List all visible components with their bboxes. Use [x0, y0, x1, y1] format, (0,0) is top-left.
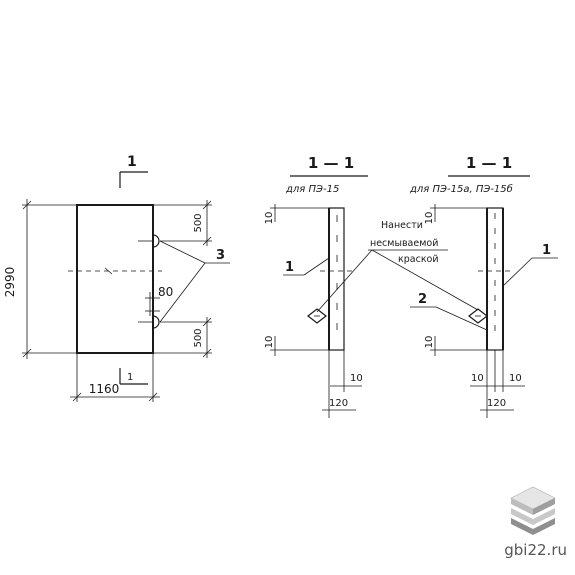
- dim-offset-bottom: 500: [193, 328, 204, 347]
- note-line-3: краской: [398, 254, 439, 265]
- dim-hole-spacing: 80: [158, 285, 173, 299]
- section-b-callout-2: 2: [418, 292, 427, 307]
- dim-tick-h2: [22, 348, 32, 358]
- sa-leader-1: [303, 257, 330, 276]
- paint-note: Нанести несмываемой краской: [316, 220, 479, 313]
- leader-3-bottom: [159, 262, 206, 323]
- section-a-bottom-dim: 10: [264, 336, 275, 349]
- section-b-thick-left: 10: [471, 373, 484, 384]
- section-a-marker: [307, 308, 327, 324]
- dim-tick-ot1: [202, 200, 212, 210]
- watermark-site: gbi22.ru: [504, 541, 567, 559]
- leader-3-top: [159, 240, 206, 264]
- dim-tick-ot2: [202, 236, 212, 246]
- section-a-top-dim: 10: [264, 212, 275, 225]
- section-b-marker: [468, 308, 488, 324]
- section-a: 1 — 1 для ПЭ-15 10 10 10: [264, 154, 368, 418]
- dim-tick-ob2: [202, 348, 212, 358]
- note-leader-a: [316, 249, 373, 313]
- section-b-top-dim: 10: [424, 212, 435, 225]
- centerline-break: [104, 267, 113, 275]
- section-b-thick-right: 10: [509, 373, 522, 384]
- dim-width: 1160: [89, 382, 120, 396]
- panel-outline: [76, 204, 154, 354]
- section-a-callout-1: 1: [285, 260, 294, 275]
- stacked-slabs-logo: [510, 486, 556, 535]
- section-a-subtitle: для ПЭ-15: [285, 184, 339, 195]
- lifting-loop-bottom: [152, 315, 160, 329]
- section-b-subtitle: для ПЭ-15а, ПЭ-15б: [409, 183, 513, 195]
- dim-tick-w1: [72, 392, 82, 402]
- dim-tick-h1: [22, 200, 32, 210]
- section-a-profile: [328, 207, 345, 351]
- note-line-1: Нанести: [381, 220, 423, 231]
- section-b-bottom-dim: 10: [424, 336, 435, 349]
- dim-tick-w2: [148, 392, 158, 402]
- section-a-thick-dim: 10: [350, 373, 363, 384]
- dim-height: 2990: [3, 267, 17, 298]
- sb-leader-1: [502, 257, 533, 287]
- dim-offset-top: 500: [193, 213, 204, 232]
- section-b: 1 — 1 для ПЭ-15а, ПЭ-15б 10 10: [409, 154, 558, 418]
- note-line-2: несмываемой: [370, 238, 438, 249]
- note-leader-b: [371, 249, 479, 311]
- dim-tick-ob1: [202, 317, 212, 327]
- section-mark-bottom: 1: [127, 372, 133, 383]
- section-mark-top: 1: [127, 154, 137, 170]
- plan-view: 1 2990 1160 1 500: [3, 154, 230, 402]
- section-b-title: 1 — 1: [466, 154, 512, 172]
- section-b-callout-1: 1: [542, 243, 551, 258]
- callout-3: 3: [216, 248, 225, 263]
- section-a-width-dim: 120: [329, 398, 348, 409]
- section-a-title: 1 — 1: [308, 154, 354, 172]
- lifting-loop-top: [152, 234, 160, 248]
- sb-leader-2: [435, 306, 488, 331]
- section-b-width-dim: 120: [487, 398, 506, 409]
